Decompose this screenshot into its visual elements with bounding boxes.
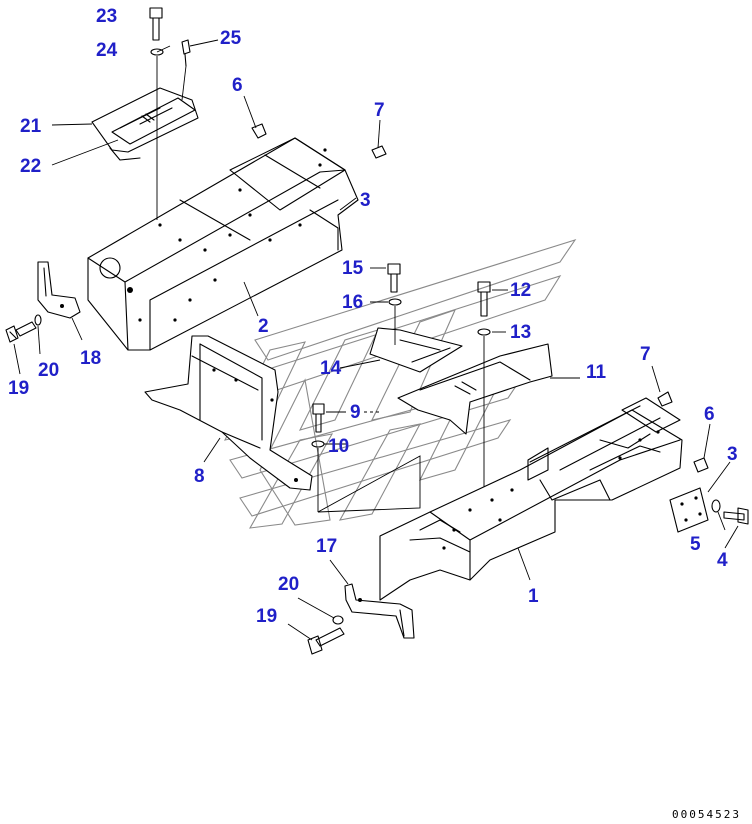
washer-5 xyxy=(711,499,721,513)
washer-13 xyxy=(477,328,491,336)
bolt-9 xyxy=(312,403,325,433)
callout-17: 17 xyxy=(316,536,337,557)
bracket-18 xyxy=(37,261,81,319)
bracket-17 xyxy=(344,583,415,639)
callout-13: 13 xyxy=(510,322,531,343)
callout-11: 11 xyxy=(586,362,607,383)
fitting-25 xyxy=(181,39,191,67)
callout-19-lower: 19 xyxy=(256,606,277,627)
callout-10: 10 xyxy=(328,436,349,457)
callout-19-upper: 19 xyxy=(8,378,29,399)
plug-7-upper xyxy=(371,145,387,159)
callout-21: 21 xyxy=(20,116,42,137)
bolt-4 xyxy=(723,507,749,525)
upper-frame-2 xyxy=(87,137,359,351)
cover-plate-21 xyxy=(91,87,199,161)
frame-8 xyxy=(144,335,313,491)
leader-lines xyxy=(13,39,739,641)
callout-16: 16 xyxy=(342,292,363,313)
bolt-19-lower xyxy=(307,627,345,655)
callout-2: 2 xyxy=(258,316,269,337)
plug-6-upper xyxy=(251,123,267,139)
bolt-23 xyxy=(149,7,163,41)
washer-10 xyxy=(311,440,325,448)
lower-frame-1 xyxy=(379,397,683,601)
bolt-12 xyxy=(477,281,491,317)
plate-14 xyxy=(369,327,463,373)
callout-25: 25 xyxy=(220,28,242,49)
callout-20-upper: 20 xyxy=(38,360,59,381)
callout-20-lower: 20 xyxy=(278,574,299,595)
callout-7-upper: 7 xyxy=(374,100,385,121)
callout-3-upper: 3 xyxy=(360,190,371,211)
plug-7-lower xyxy=(657,391,673,407)
callout-7-lower: 7 xyxy=(640,344,651,365)
washer-20-upper xyxy=(34,314,42,326)
callout-labels: 1 2 3 3 4 5 6 6 7 7 8 9 10 11 12 13 14 1… xyxy=(8,6,738,627)
washer-20-lower xyxy=(332,615,344,625)
callout-18: 18 xyxy=(80,348,101,369)
document-id: 00054523 xyxy=(672,808,741,821)
bolt-19-upper xyxy=(5,321,37,343)
bolt-15 xyxy=(387,263,401,293)
plug-6-lower xyxy=(693,457,709,473)
callout-3-lower: 3 xyxy=(727,444,738,465)
callout-4: 4 xyxy=(717,550,728,571)
washer-24 xyxy=(150,48,164,56)
callout-15: 15 xyxy=(342,258,364,279)
callout-22: 22 xyxy=(20,156,41,177)
callout-8: 8 xyxy=(194,466,205,487)
callout-5: 5 xyxy=(690,534,701,555)
callout-1: 1 xyxy=(528,586,539,607)
callout-23: 23 xyxy=(96,6,117,27)
callout-12: 12 xyxy=(510,280,531,301)
callout-24: 24 xyxy=(96,40,118,61)
washer-16 xyxy=(388,298,402,306)
callout-14: 14 xyxy=(320,358,342,379)
plate-3-lower xyxy=(669,487,709,533)
callout-9: 9 xyxy=(350,402,361,423)
plate-11 xyxy=(397,343,553,435)
callout-6-lower: 6 xyxy=(704,404,715,425)
callout-6-upper: 6 xyxy=(232,75,243,96)
